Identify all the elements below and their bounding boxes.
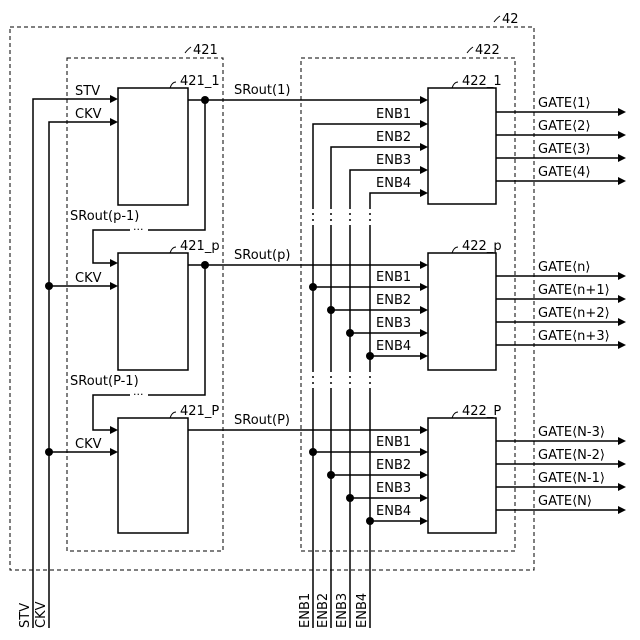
enb3-label-block1: ENB3 (376, 153, 411, 168)
enb4-label-block1: ENB4 (376, 176, 411, 191)
svg-text:···: ··· (133, 388, 144, 401)
enb-bus-lines (313, 120, 428, 628)
gate-label-N-3: GATE⟨N-3⟩ (538, 425, 605, 440)
gate-label-N-1: GATE⟨N-1⟩ (538, 471, 605, 486)
enable-block-p (428, 253, 496, 370)
shift-register-block-P (118, 418, 188, 533)
enable-block-1 (428, 88, 496, 204)
gate-label-n+1: GATE⟨n+1⟩ (538, 283, 610, 298)
enb1-label-blockp: ENB1 (376, 270, 411, 285)
srout-label-P: SRout(P) (234, 413, 290, 428)
gate-label-4: GATE⟨4⟩ (538, 165, 591, 180)
sr-block-P-label: 421_P (180, 404, 219, 419)
gate-label-n+3: GATE⟨n+3⟩ (538, 329, 610, 344)
enb4-bottom-label: ENB4 (355, 593, 370, 628)
carry-label-P-1: SRout(P-1) (70, 374, 139, 389)
enb1-label-block1: ENB1 (376, 107, 411, 122)
enb3-label-blockP: ENB3 (376, 481, 411, 496)
stv-inline-label: STV (75, 84, 100, 99)
enb2-label-blockP: ENB2 (376, 458, 411, 473)
gate-label-n+2: GATE⟨n+2⟩ (538, 306, 610, 321)
right-group-ref-label: 422 (475, 43, 500, 58)
enb3-label-blockp: ENB3 (376, 316, 411, 331)
enb2-bottom-label: ENB2 (316, 593, 331, 628)
enable-block-P-label: 422_P (462, 404, 501, 419)
enable-block-p-label: 422_p (462, 239, 502, 254)
srout-label-1: SRout(1) (234, 83, 290, 98)
sr-block-1-label: 421_1 (180, 74, 220, 89)
enb4-label-blockp: ENB4 (376, 339, 411, 354)
shift-register-block-1 (118, 88, 188, 205)
enb3-bottom-label: ENB3 (335, 593, 350, 628)
enb1-label-blockP: ENB1 (376, 435, 411, 450)
ckv-inline-label-2: CKV (75, 271, 102, 286)
carry-label-p-1: SRout(p-1) (70, 209, 139, 224)
ckv-bottom-label: CKV (34, 601, 49, 628)
enable-block-1-label: 422_1 (462, 74, 502, 89)
sr-block-p-label: 421_p (180, 239, 220, 254)
stv-bottom-label: STV (18, 603, 33, 628)
gate-label-n: GATE⟨n⟩ (538, 260, 591, 275)
svg-text:···: ··· (133, 223, 144, 236)
gate-label-1: GATE⟨1⟩ (538, 96, 591, 111)
srout-label-p: SRout(p) (234, 248, 290, 263)
gate-label-N: GATE⟨N⟩ (538, 494, 592, 509)
outer-ref-label: 42 (502, 12, 519, 27)
stv-ckv-input-lines (33, 95, 118, 628)
ckv-inline-label-1: CKV (75, 107, 102, 122)
enb2-label-block1: ENB2 (376, 130, 411, 145)
enb2-label-blockp: ENB2 (376, 293, 411, 308)
gate-label-N-2: GATE⟨N-2⟩ (538, 448, 605, 463)
shift-register-block-p (118, 253, 188, 370)
enable-block-P (428, 418, 496, 533)
left-group-ref-label: 421 (193, 43, 218, 58)
enb1-bottom-label: ENB1 (298, 593, 313, 628)
ckv-inline-label-3: CKV (75, 437, 102, 452)
enb4-label-blockP: ENB4 (376, 504, 411, 519)
gate-label-3: GATE⟨3⟩ (538, 142, 591, 157)
gate-label-2: GATE⟨2⟩ (538, 119, 591, 134)
